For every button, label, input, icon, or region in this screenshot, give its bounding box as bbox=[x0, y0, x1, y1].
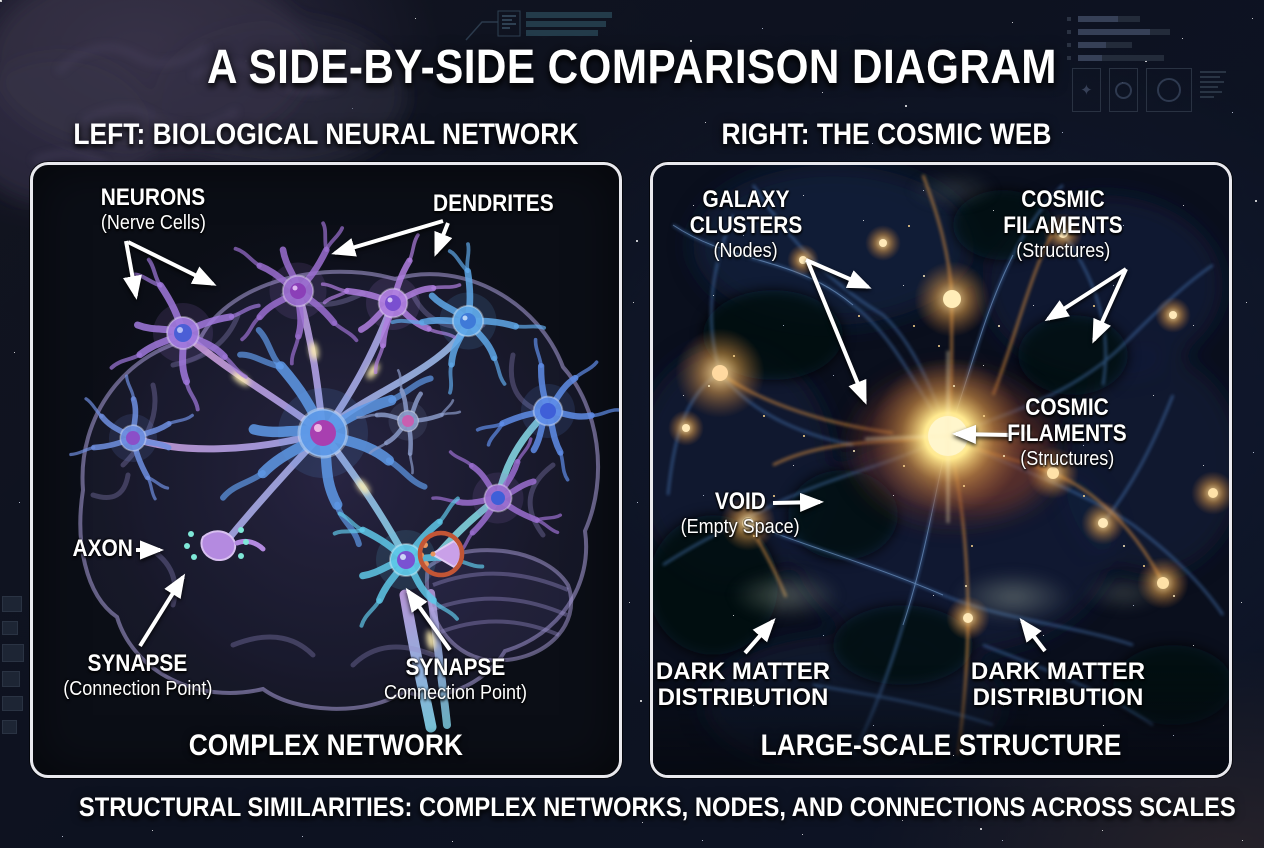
cosmic-filaments-top-arrow-1 bbox=[1044, 267, 1128, 322]
hud-dial-icon bbox=[1108, 68, 1138, 112]
left-panel-arrows bbox=[122, 219, 453, 652]
galaxy-clusters-arrow-1 bbox=[805, 258, 872, 289]
label-cosmic-filaments-top: COSMIC FILAMENTS (Structures) bbox=[1003, 186, 1123, 263]
right-panel-header: RIGHT: THE COSMIC WEB bbox=[721, 118, 1051, 151]
label-cosmic-filaments-mid: COSMIC FILAMENTS (Structures) bbox=[1007, 394, 1127, 471]
highlighted-synapse bbox=[417, 530, 465, 578]
right-panel-arrows bbox=[743, 258, 1128, 655]
cosmic-filaments-mid-arrow bbox=[952, 424, 1011, 444]
galaxy-dots bbox=[653, 165, 655, 167]
brain-illustration bbox=[58, 200, 622, 750]
void-arrow bbox=[772, 492, 824, 513]
background-starfield-bright bbox=[0, 0, 2, 2]
galaxy-clusters-arrow-2 bbox=[806, 261, 867, 405]
dark-matter-left-arrow bbox=[743, 617, 776, 655]
label-axon: AXON bbox=[72, 535, 134, 562]
brain-outline bbox=[78, 269, 601, 711]
synapse-left-arrow bbox=[138, 573, 186, 648]
left-panel-caption: COMPLEX NETWORK bbox=[188, 729, 464, 762]
cosmic-filaments-top-arrow-2 bbox=[1092, 268, 1128, 344]
hud-decoration-top-right: ✦ bbox=[1066, 16, 1227, 112]
dark-matter-halos bbox=[731, 172, 1163, 623]
hud-gauge-icon bbox=[1145, 68, 1193, 112]
right-panel-caption: LARGE-SCALE STRUCTURE bbox=[760, 729, 1122, 762]
left-panel-header: LEFT: BIOLOGICAL NEURAL NETWORK bbox=[73, 118, 579, 151]
neurons-arrow-2 bbox=[127, 240, 217, 286]
right-panel-cosmic-web: GALAXY CLUSTERS (Nodes) COSMIC FILAMENTS… bbox=[650, 162, 1232, 778]
label-dendrites: DENDRITES bbox=[432, 190, 554, 217]
label-void: VOID (Empty Space) bbox=[680, 488, 801, 539]
left-panel-biological-neural-network: NEURONS (Nerve Cells) DENDRITES AXON SYN… bbox=[30, 162, 622, 778]
label-dark-matter-right: DARK MATTER DISTRIBUTION bbox=[970, 658, 1146, 711]
dark-matter-right-arrow bbox=[1019, 617, 1047, 653]
cosmic-web-illustration bbox=[653, 165, 1229, 775]
neuron-cells bbox=[62, 219, 622, 644]
label-synapse-right: SYNAPSE Connection Point) bbox=[383, 654, 528, 705]
hud-decoration-left-edge bbox=[2, 596, 24, 734]
synapse-right-arrow bbox=[405, 587, 452, 652]
footer-caption: STRUCTURAL SIMILARITIES: COMPLEX NETWORK… bbox=[78, 792, 1236, 822]
hud-emblem-icon: ✦ bbox=[1072, 68, 1101, 112]
label-neurons: NEURONS (Nerve Cells) bbox=[100, 184, 206, 235]
label-dark-matter-left: DARK MATTER DISTRIBUTION bbox=[655, 658, 831, 711]
label-galaxy-clusters: GALAXY CLUSTERS (Nodes) bbox=[689, 186, 803, 263]
dendrites-arrow-2 bbox=[434, 222, 453, 257]
dendrites-arrow-1 bbox=[331, 219, 444, 257]
hud-decoration-top-center bbox=[465, 10, 612, 41]
page-title: A SIDE-BY-SIDE COMPARISON DIAGRAM bbox=[207, 41, 1057, 94]
label-synapse-left: SYNAPSE (Connection Point) bbox=[62, 650, 213, 701]
neurons-arrow-1 bbox=[122, 240, 142, 300]
synapse-highlight-ring bbox=[417, 530, 465, 578]
axon-terminal-synapse bbox=[184, 527, 266, 561]
galaxy-cluster-nodes bbox=[668, 213, 1229, 640]
